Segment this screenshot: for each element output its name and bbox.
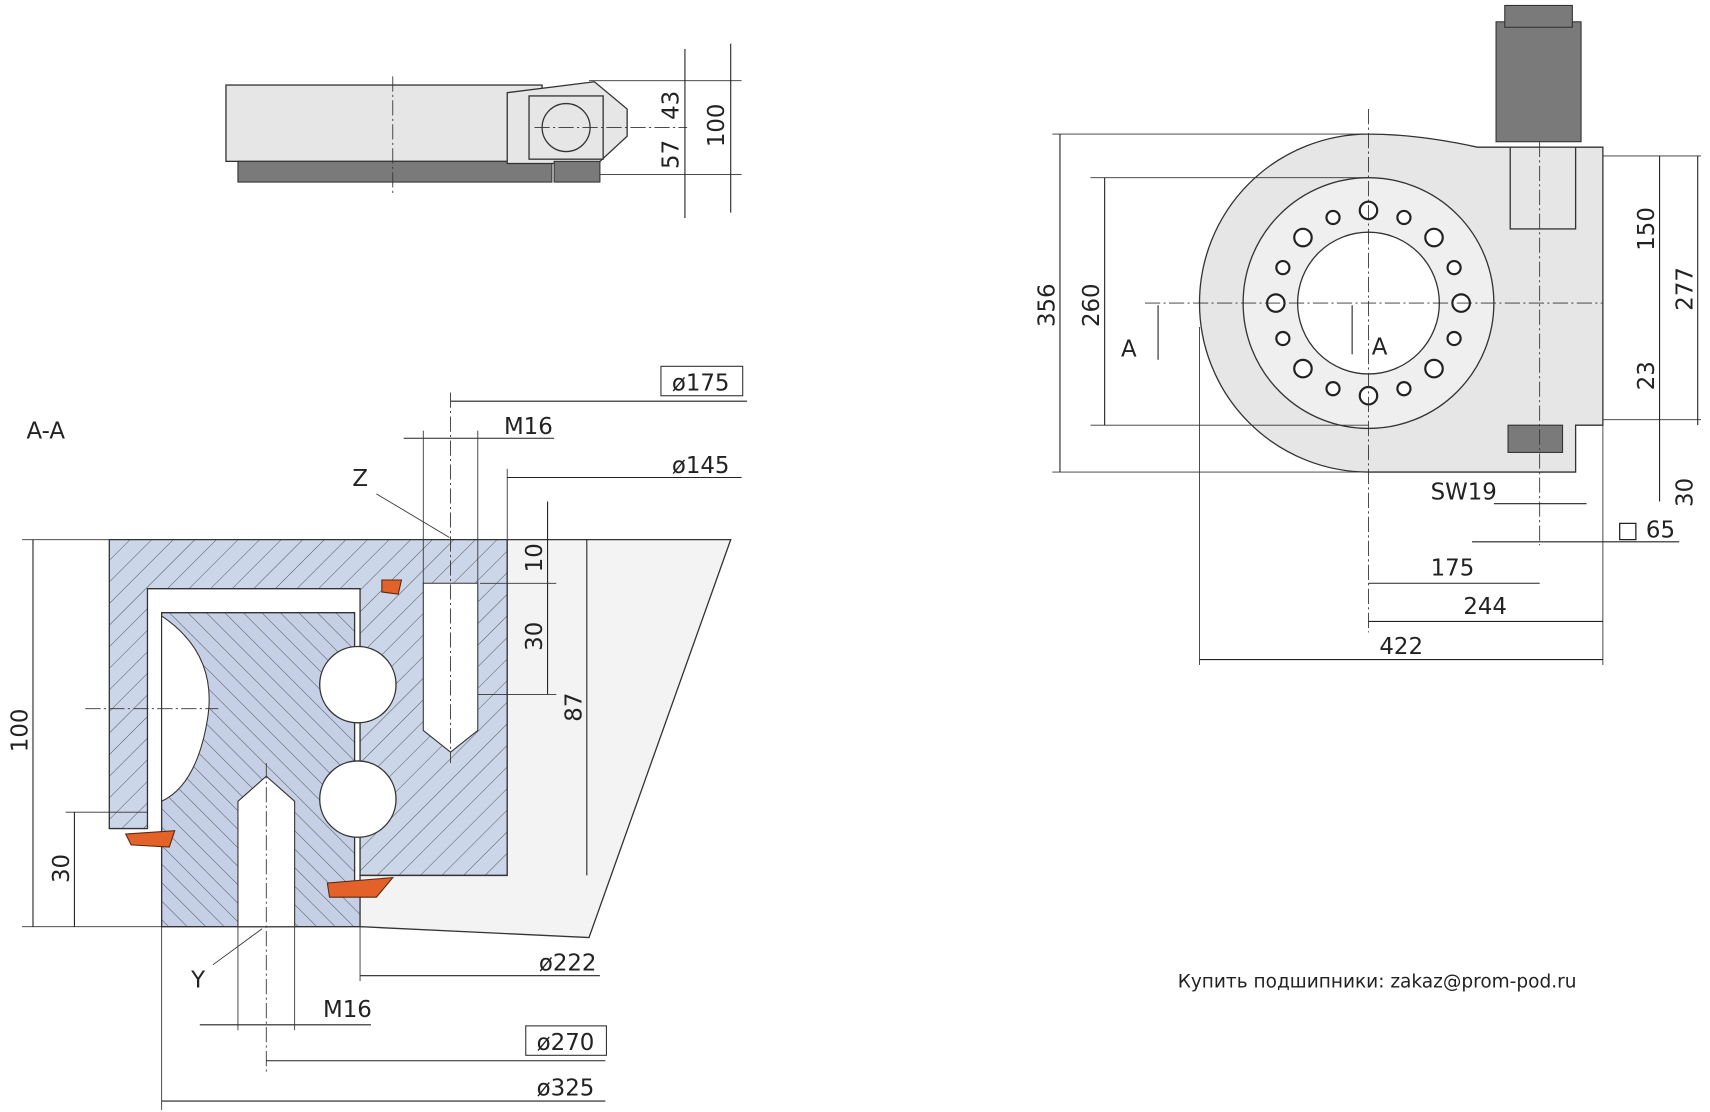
ball-lower <box>319 760 397 838</box>
dim-dia-222: ø222 <box>539 950 597 976</box>
housing-foot <box>553 160 601 183</box>
dim-150: 150 <box>1634 207 1660 251</box>
dim-175: 175 <box>1431 556 1475 582</box>
dim-30-bolt: 30 <box>522 622 548 651</box>
dim-87: 87 <box>561 693 587 722</box>
drive-nut <box>1507 424 1564 453</box>
dim-356: 356 <box>1035 283 1061 327</box>
section-mark-right: A <box>1372 334 1388 360</box>
dim-dia-270: ø270 <box>537 1030 595 1056</box>
ring-base <box>237 160 553 183</box>
dim-244: 244 <box>1463 594 1507 620</box>
seal-outer <box>124 830 176 848</box>
section-title: A-A <box>26 418 65 444</box>
label-square-65: □ 65 <box>1617 517 1675 543</box>
dim-57: 57 <box>658 140 684 169</box>
dim-dia-145: ø145 <box>672 453 730 479</box>
bolt-hole <box>1424 227 1444 248</box>
dim-30-right: 30 <box>1672 478 1698 507</box>
bolt-holes <box>1266 200 1471 406</box>
dim-dia-175: ø175 <box>672 370 730 396</box>
dim-23: 23 <box>1634 361 1660 390</box>
dim-30-section: 30 <box>49 854 75 883</box>
top-view: 43 57 100 <box>225 43 742 219</box>
dim-m16-top: M16 <box>504 414 553 440</box>
box-270 <box>525 1025 607 1056</box>
bolt-hole <box>1293 358 1313 379</box>
label-y: Y <box>190 968 206 994</box>
front-view: 356 260 A A 150 277 23 30 SW19 □ 65 175 … <box>1035 4 1701 666</box>
box-175 <box>660 365 744 397</box>
seal-inner <box>326 876 395 898</box>
dim-43: 43 <box>658 91 684 120</box>
bolt-hole <box>1446 259 1462 276</box>
bolt-hole <box>1325 381 1341 397</box>
bolt-hole <box>1275 330 1291 347</box>
motor <box>1495 21 1582 143</box>
ball-upper <box>319 645 397 724</box>
dim-dia-325: ø325 <box>537 1076 595 1102</box>
bolt-hole <box>1446 330 1462 347</box>
motor-adapter <box>1509 146 1577 230</box>
dim-260: 260 <box>1079 283 1105 327</box>
bolt-hole <box>1275 259 1291 276</box>
seal-top <box>381 579 403 595</box>
dim-277: 277 <box>1672 267 1698 311</box>
bolt-hole-y <box>237 775 296 928</box>
motor-cap <box>1504 4 1573 28</box>
label-sw19: SW19 <box>1431 479 1497 505</box>
dim-100-section: 100 <box>8 709 34 753</box>
dim-422: 422 <box>1379 634 1423 660</box>
bolt-hole <box>1325 209 1341 226</box>
bolt-hole <box>1396 209 1412 226</box>
label-z: Z <box>352 466 368 492</box>
bolt-hole <box>1424 358 1444 379</box>
section-a-a: A-A 100 30 ø175 M16 ø145 Z <box>8 365 748 1110</box>
dim-100: 100 <box>704 104 730 148</box>
footer-contact: Купить подшипники: zakaz@prom-pod.ru <box>1178 972 1577 993</box>
dim-m16-bottom: M16 <box>323 997 372 1023</box>
section-mark-left: A <box>1121 336 1137 362</box>
bolt-hole <box>1396 381 1412 397</box>
bolt-hole <box>1293 227 1313 248</box>
dim-10: 10 <box>522 543 548 572</box>
ring-body <box>225 84 543 163</box>
